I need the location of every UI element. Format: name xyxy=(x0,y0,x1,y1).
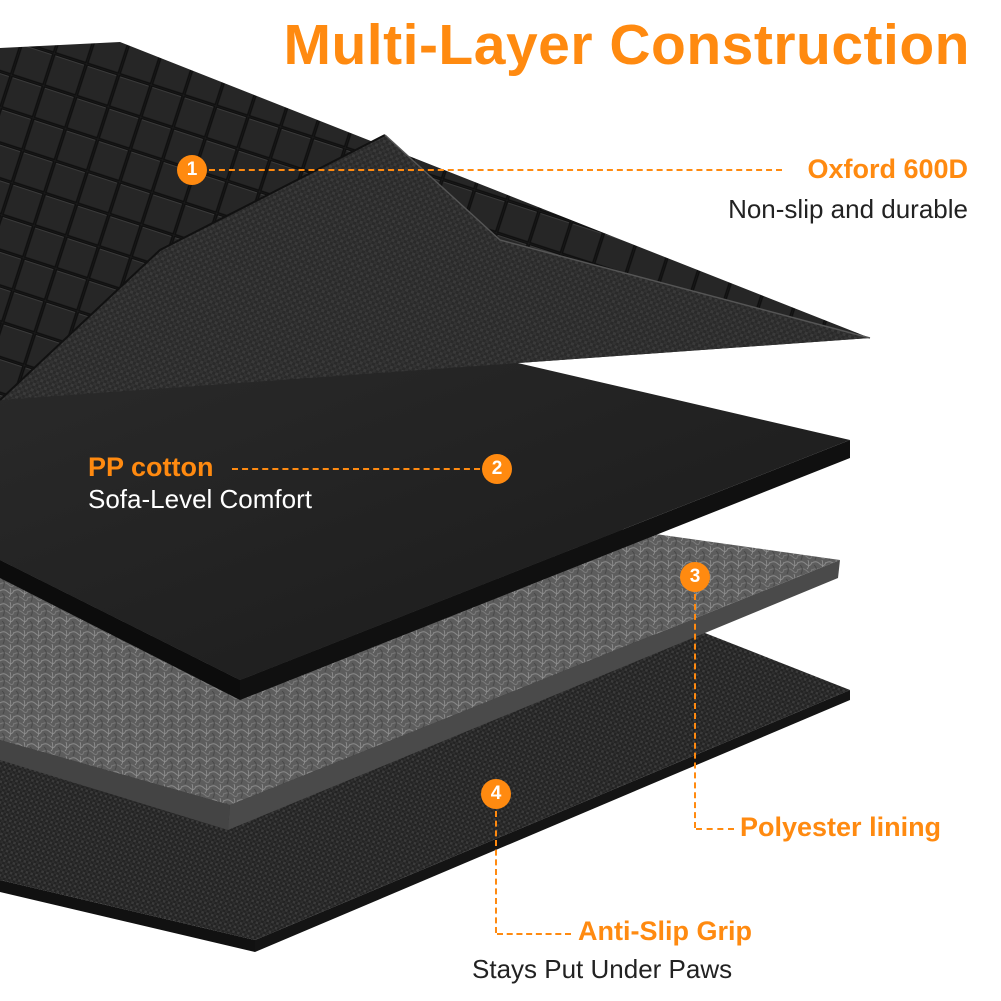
layer-2-name: PP cotton xyxy=(88,452,214,482)
layer-4-leader-line-vertical xyxy=(495,811,497,933)
layer-1-name: Oxford 600D xyxy=(807,154,968,184)
layer-3-leader-line-horizontal xyxy=(696,828,734,830)
layer-1-number-badge: 1 xyxy=(177,155,207,185)
layer-2-pp-cotton xyxy=(0,345,850,700)
page-title: Multi-Layer Construction xyxy=(283,13,970,77)
layer-2-description: Sofa-Level Comfort xyxy=(88,484,312,514)
layer-3-name: Polyester lining xyxy=(740,812,942,842)
layer-3-leader-line-vertical xyxy=(694,594,696,828)
layer-1-description: Non-slip and durable xyxy=(728,194,968,224)
layer-4-description: Stays Put Under Paws xyxy=(472,954,733,984)
layer-2-number-badge: 2 xyxy=(482,454,512,484)
layer-3-number-badge: 3 xyxy=(680,562,710,592)
layer-1-leader-line xyxy=(209,169,782,171)
layer-4-number-badge: 4 xyxy=(481,779,511,809)
layer-4-leader-line-horizontal xyxy=(497,933,571,935)
layer-4-name: Anti-Slip Grip xyxy=(578,916,752,946)
layer-2-leader-line xyxy=(232,468,480,470)
layer-1-oxford xyxy=(0,42,871,401)
